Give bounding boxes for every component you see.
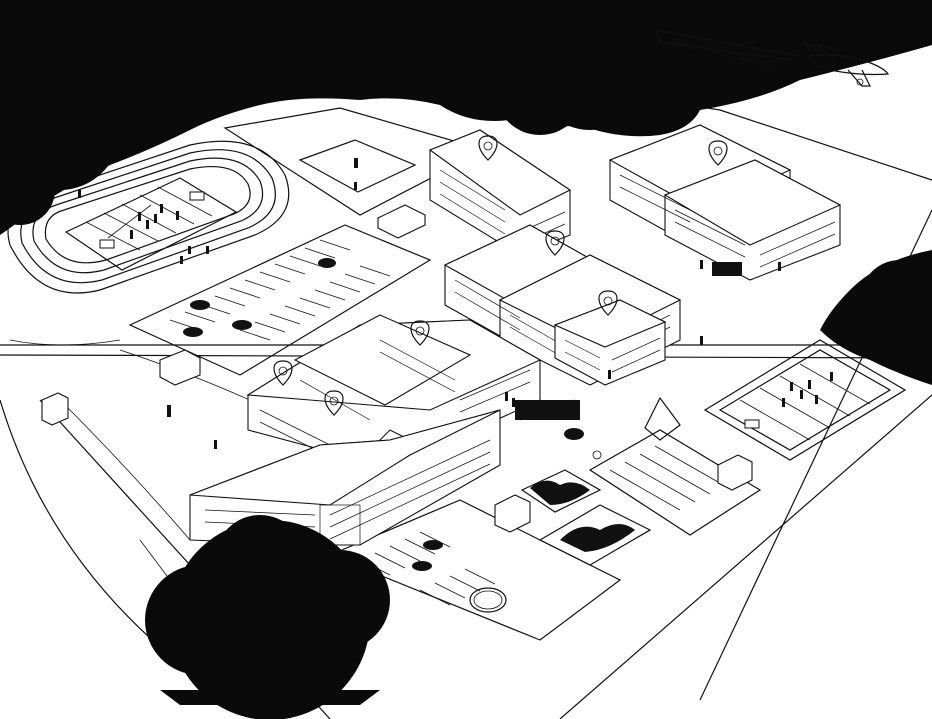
trees-south <box>145 515 390 719</box>
trees-east <box>820 250 932 385</box>
building-pavilion <box>553 299 667 386</box>
trees-north <box>0 0 932 235</box>
building-south <box>189 409 501 546</box>
building-north <box>428 129 572 256</box>
garden-beds <box>520 469 652 566</box>
location-pins <box>273 135 728 416</box>
building-east-wing <box>608 124 842 281</box>
small-structures <box>41 204 753 533</box>
parking-lot-east <box>564 428 762 536</box>
parking-lot-west <box>128 224 432 376</box>
east-sports-field <box>703 339 907 461</box>
people <box>167 260 781 449</box>
football-players <box>78 190 209 264</box>
